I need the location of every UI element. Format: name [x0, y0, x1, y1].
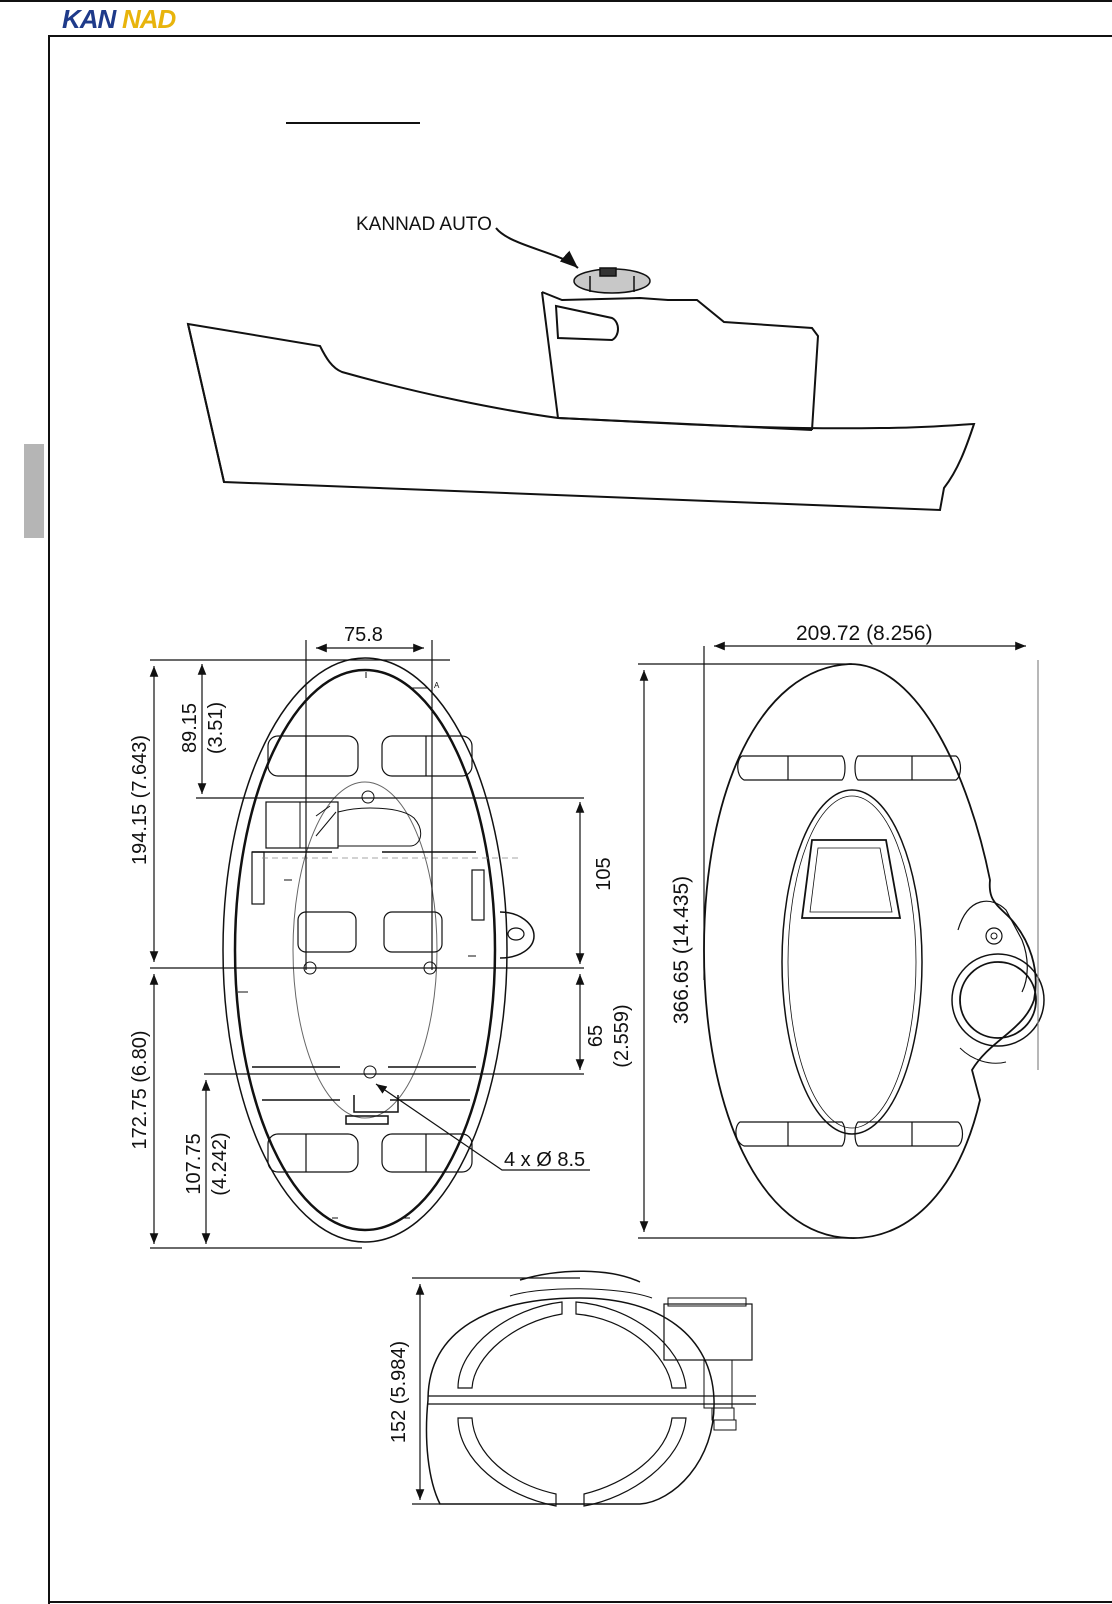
dim-side-width: 209.72 (8.256): [796, 622, 933, 645]
bottom-view-dimensions: [412, 1278, 580, 1504]
callout-kannad-auto: KANNAD AUTO: [356, 214, 492, 235]
side-view: [704, 664, 1044, 1238]
side-view-dimensions: [638, 646, 1038, 1238]
front-view: [223, 658, 534, 1242]
dim-lower-inner-2: (4.242): [209, 1132, 231, 1195]
section-mark: A: [434, 681, 440, 690]
dim-holes: 4 x Ø 8.5: [504, 1149, 585, 1171]
callout-leader: [496, 228, 578, 268]
dim-lower-inner-1: 107.75: [183, 1133, 205, 1194]
dim-mid-right: 105: [593, 857, 615, 890]
dim-lower-height: 172.75 (6.80): [129, 1031, 151, 1150]
dim-bottom-height: 152 (5.984): [388, 1341, 410, 1443]
bottom-view: [427, 1271, 757, 1506]
vessel-illustration: [188, 292, 974, 510]
dim-side-height: 366.65 (14.435): [670, 876, 693, 1024]
dim-width-top: 75.8: [344, 624, 383, 646]
dim-upper-inner-2: (3.51): [205, 702, 227, 754]
beacon-on-vessel: [574, 268, 650, 293]
dim-upper-height: 194.15 (7.643): [129, 735, 151, 865]
dim-upper-inner-1: 89.15: [179, 703, 201, 753]
dim-lower-right-1: 65: [585, 1025, 607, 1047]
dim-lower-right-2: (2.559): [611, 1004, 633, 1067]
